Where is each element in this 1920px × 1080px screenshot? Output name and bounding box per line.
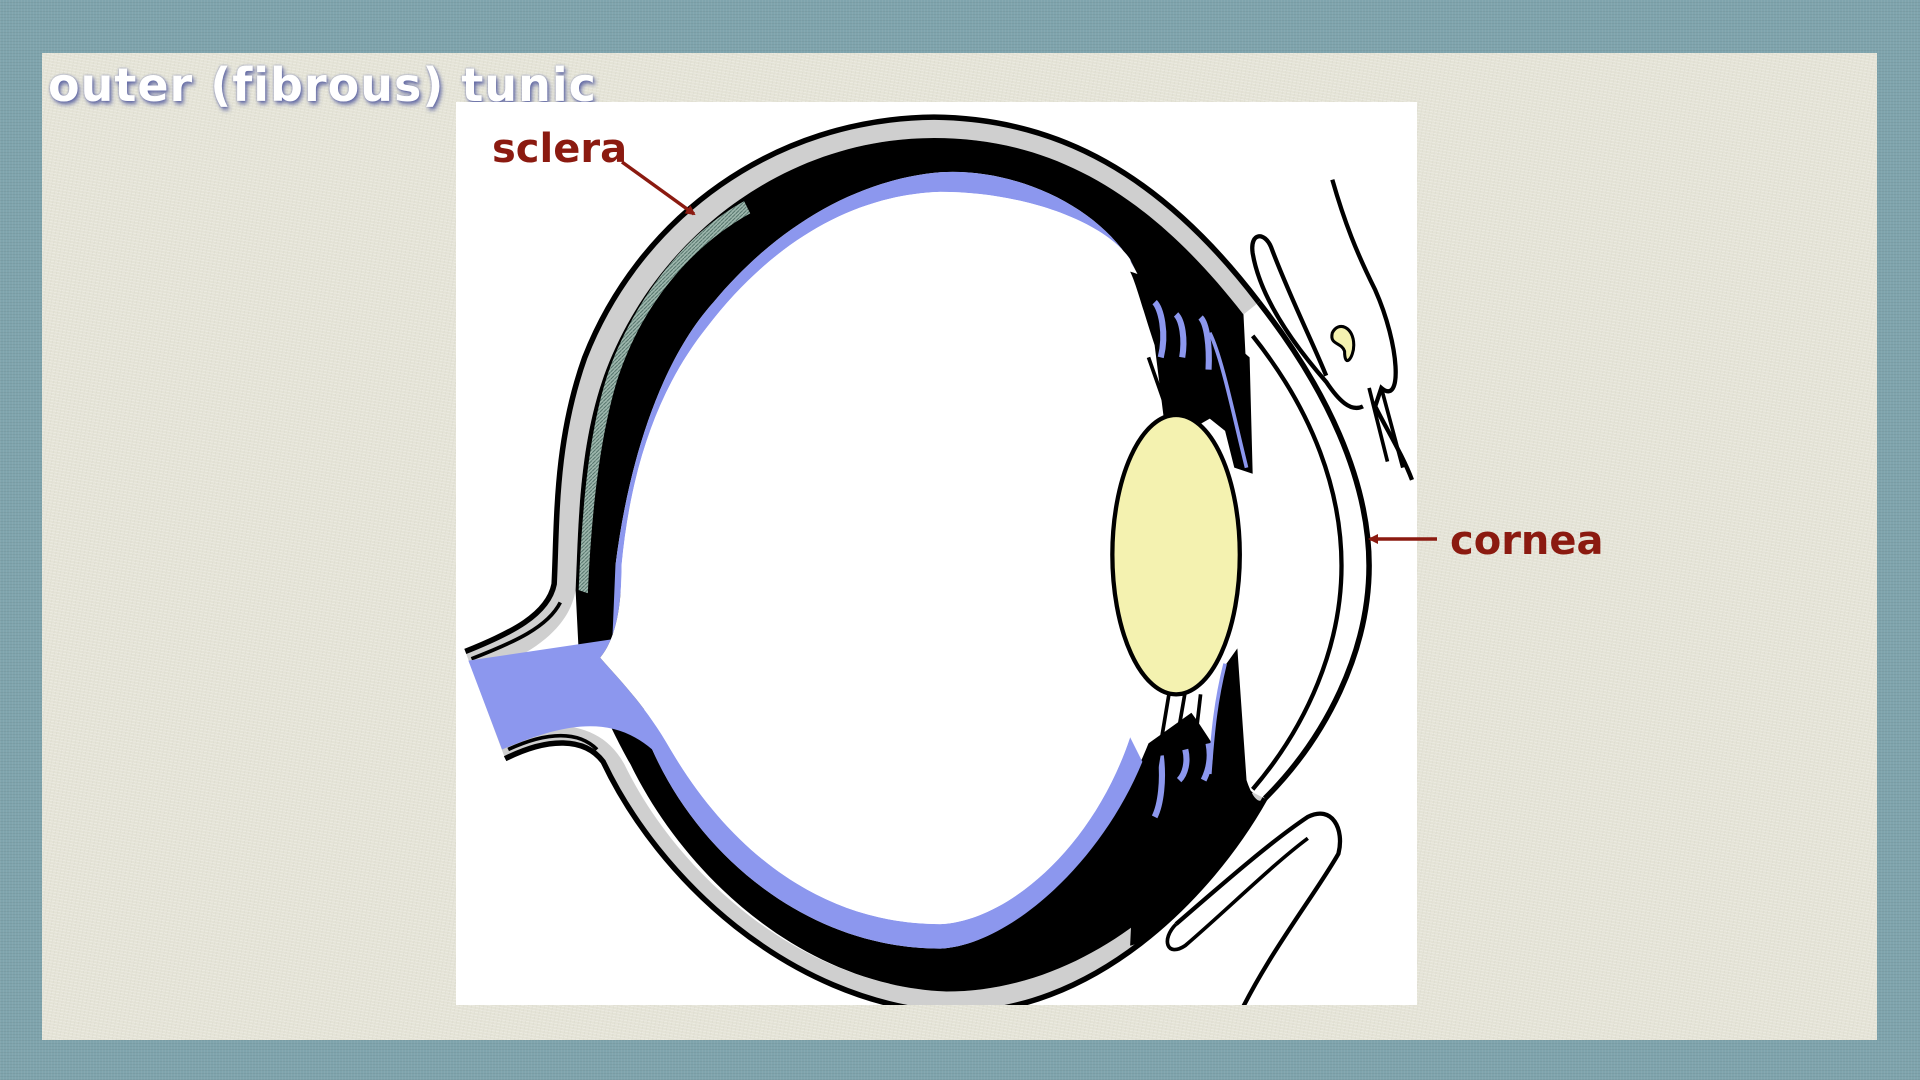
cornea-outer xyxy=(1256,300,1372,801)
cornea-label: cornea xyxy=(1450,518,1604,564)
upper-eyelid xyxy=(1330,179,1414,481)
vitreous-body xyxy=(600,191,1155,925)
eye-diagram xyxy=(456,102,1417,1005)
sclera-outline xyxy=(464,114,1261,655)
eye-cross-section-illustration xyxy=(464,114,1414,1005)
sclera-label: sclera xyxy=(492,126,628,172)
iris-lower xyxy=(1130,648,1265,946)
tarsal-gland xyxy=(1330,324,1356,363)
lower-eyelid xyxy=(1174,811,1343,1005)
lens xyxy=(1110,412,1242,697)
cornea-inner xyxy=(1250,334,1344,791)
sclera-highlight xyxy=(578,201,751,594)
